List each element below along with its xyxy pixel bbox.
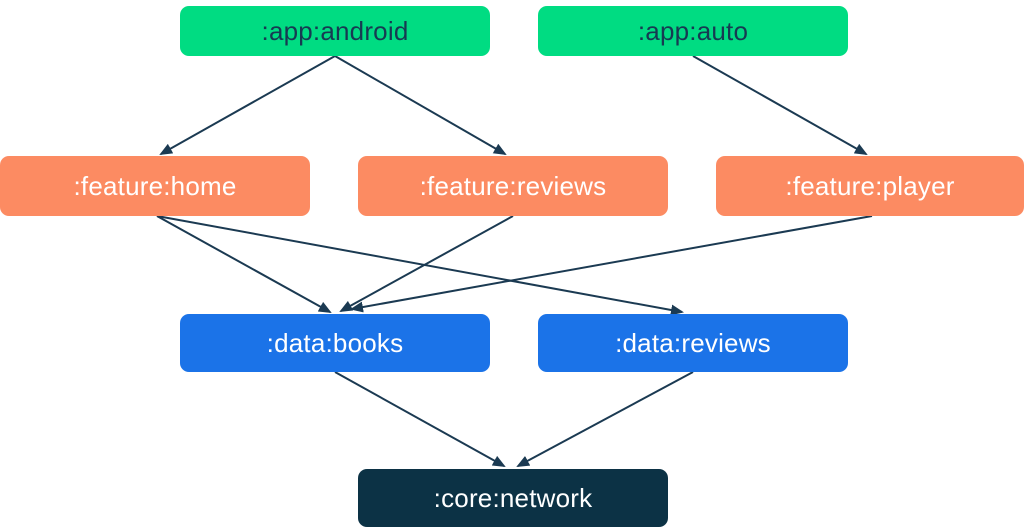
- node-data-books: :data:books: [180, 314, 490, 372]
- edge-data-books-to-core-network: [334, 371, 506, 467]
- node-label: :app:auto: [637, 15, 749, 46]
- node-label: :feature:home: [73, 170, 237, 201]
- node-label: :core:network: [433, 482, 593, 513]
- node-label: :data:books: [266, 327, 404, 358]
- node-feature-player: :feature:player: [716, 156, 1024, 216]
- edge-feature-home-to-data-reviews: [156, 215, 684, 316]
- node-feature-home: :feature:home: [0, 156, 310, 216]
- edge-app-android-to-feature-home: [159, 55, 336, 155]
- edge-app-android-to-feature-reviews: [334, 55, 507, 155]
- edge-feature-player-to-data-books: [350, 215, 873, 313]
- node-feature-reviews: :feature:reviews: [358, 156, 668, 216]
- node-core-network: :core:network: [358, 469, 668, 527]
- node-label: :app:android: [261, 15, 409, 46]
- node-label: :data:reviews: [615, 327, 771, 358]
- edge-feature-home-to-data-books: [156, 215, 332, 313]
- node-app-android: :app:android: [180, 6, 490, 56]
- edge-app-auto-to-feature-player: [692, 55, 868, 155]
- edge-feature-reviews-to-data-books: [339, 215, 514, 312]
- node-app-auto: :app:auto: [538, 6, 848, 56]
- node-label: :feature:reviews: [419, 170, 607, 201]
- edge-data-reviews-to-core-network: [516, 371, 694, 467]
- node-label: :feature:player: [785, 170, 955, 201]
- node-data-reviews: :data:reviews: [538, 314, 848, 372]
